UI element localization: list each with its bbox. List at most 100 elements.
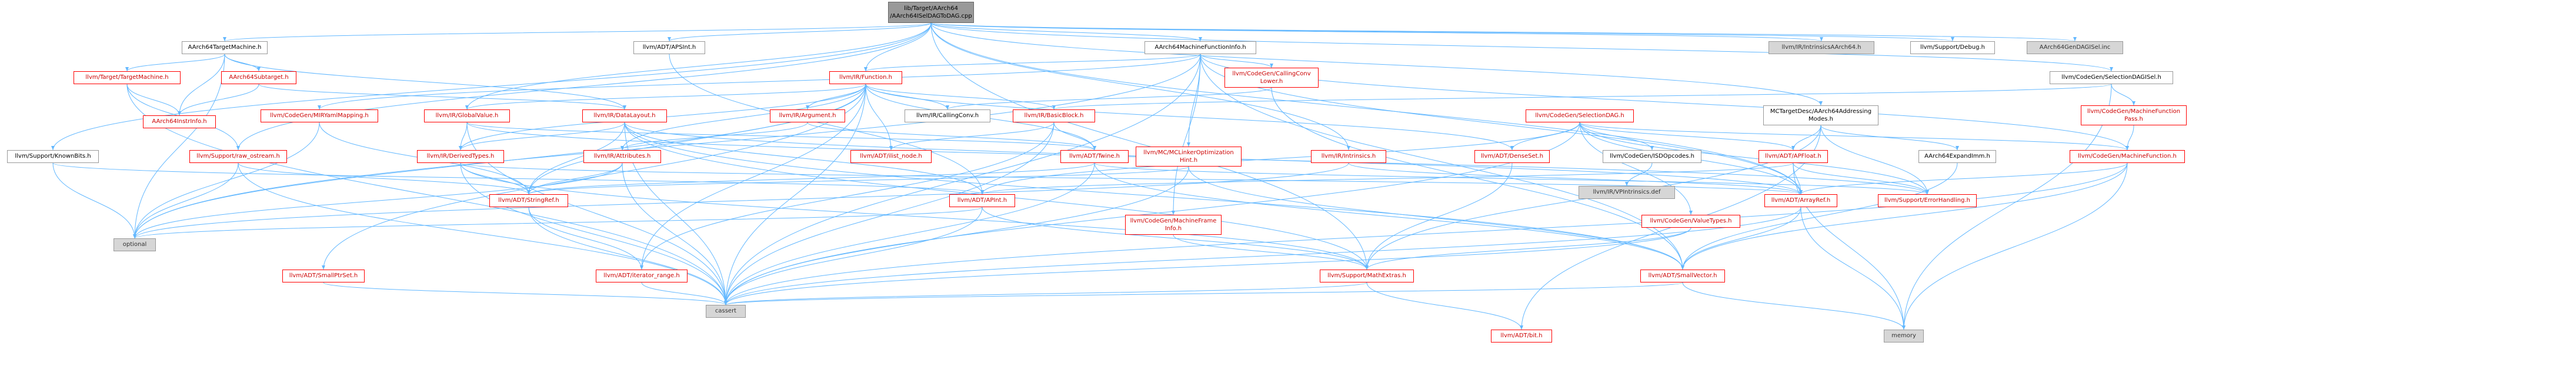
edge-codegen-selectiondag-to-support-errorhandling [1579, 122, 1929, 195]
edge-ir-attributes-to-cassert [622, 162, 728, 305]
codegen-machinefunctionpass-label-line2: Pass.h [2124, 116, 2143, 122]
adt-apint-node[interactable]: llvm/ADT/APInt.h [949, 194, 1015, 207]
edge-ir-argument-to-adt-twine [807, 122, 1096, 151]
ir-attributes-node[interactable]: llvm/IR/Attributes.h [583, 150, 661, 163]
aarch64targetmachine-node[interactable]: AArch64TargetMachine.h [182, 41, 268, 54]
codegen-machinefunction-node[interactable]: llvm/CodeGen/MachineFunction.h [2070, 150, 2185, 163]
edge-llvm-target-targetmachine-to-aarch64instrinfo [126, 84, 181, 116]
adt-stringref-label: llvm/ADT/StringRef.h [498, 197, 559, 204]
llvm-target-targetmachine-node[interactable]: llvm/Target/TargetMachine.h [74, 71, 181, 84]
aarch64instrinfo-node[interactable]: AArch64InstrInfo.h [143, 115, 216, 128]
support-errorhandling-label: llvm/Support/ErrorHandling.h [1884, 197, 1970, 204]
edge-codegen-selectiondag-to-adt-apfloat [1579, 122, 1795, 151]
edge-mctargetdesc-aarch64addressing-to-support-errorhandling [1820, 125, 1929, 195]
support-mathextras-node[interactable]: llvm/Support/MathExtras.h [1320, 270, 1414, 282]
ir-intrinsicsaarch64-label: llvm/IR/IntrinsicsAArch64.h [1781, 44, 1861, 51]
support-raw-ostream-node[interactable]: llvm/Support/raw_ostream.h [189, 150, 287, 163]
support-debug-node[interactable]: llvm/Support/Debug.h [1910, 41, 1995, 54]
edge-aarch64targetmachine-to-aarch64instrinfo [178, 54, 225, 116]
adt-arrayref-node[interactable]: llvm/ADT/ArrayRef.h [1764, 194, 1837, 207]
edge-adt-smallvector-to-cassert [724, 282, 1683, 305]
aarch64mfi-node[interactable]: AArch64MachineFunctionInfo.h [1144, 41, 1256, 54]
ir-datalayout-node[interactable]: llvm/IR/DataLayout.h [582, 109, 667, 122]
edge-aarch64expandimm-to-adt-smallvector [1681, 162, 1958, 270]
ir-callingconv-node[interactable]: llvm/IR/CallingConv.h [905, 109, 990, 122]
edge-root-to-mctargetdesc-aarch64addressing [930, 22, 1823, 106]
edge-root-to-aarch64gendagisel [930, 22, 2077, 42]
aarch64gendagisel-node[interactable]: AArch64GenDAGISel.inc [2027, 41, 2123, 54]
support-knownbits-node[interactable]: llvm/Support/KnownBits.h [7, 150, 99, 163]
adt-bit-node[interactable]: llvm/ADT/bit.h [1491, 330, 1552, 343]
adt-twine-node[interactable]: llvm/ADT/Twine.h [1060, 150, 1129, 163]
codegen-isdopcodes-node[interactable]: llvm/CodeGen/ISDOpcodes.h [1603, 150, 1701, 163]
edge-ir-function-to-ir-globalvalue [465, 84, 866, 110]
codegen-machinefunctionpass-label-line1: llvm/CodeGen/MachineFunction [2087, 108, 2181, 115]
adt-iterator-range-node[interactable]: llvm/ADT/iterator_range.h [596, 270, 688, 282]
aarch64subtarget-node[interactable]: AArch64Subtarget.h [221, 71, 296, 84]
aarch64expandimm-node[interactable]: AArch64ExpandImm.h [1918, 150, 1996, 163]
edge-aarch64mfi-to-codegen-machineframeinfo [1172, 54, 1201, 215]
adt-apsint-node[interactable]: llvm/ADT/APSInt.h [633, 41, 705, 54]
edge-root-to-ir-globalvalue [465, 22, 932, 110]
codegen-mirymlmapping-node[interactable]: llvm/CodeGen/MIRYamlMapping.h [261, 109, 378, 122]
ir-globalvalue-node[interactable]: llvm/IR/GlobalValue.h [424, 109, 510, 122]
ir-intrinsics-node[interactable]: llvm/IR/Intrinsics.h [1311, 150, 1386, 163]
edge-adt-smallptrset-to-cassert [323, 282, 728, 305]
ir-function-node[interactable]: llvm/IR/Function.h [829, 71, 902, 84]
edge-root-to-support-raw-ostream [236, 22, 932, 151]
adt-denseset-node[interactable]: llvm/ADT/DenseSet.h [1474, 150, 1550, 163]
codegen-mirymlmapping-label: llvm/CodeGen/MIRYamlMapping.h [270, 112, 369, 119]
aarch64mfi-label: AArch64MachineFunctionInfo.h [1154, 44, 1246, 51]
cassert-node[interactable]: cassert [706, 305, 746, 318]
codegen-machineframeinfo-label-line1: llvm/CodeGen/MachineFrame [1130, 218, 1217, 224]
optional-node[interactable]: optional [114, 238, 156, 251]
support-errorhandling-node[interactable]: llvm/Support/ErrorHandling.h [1878, 194, 1977, 207]
codegen-selectiondag-node[interactable]: llvm/CodeGen/SelectionDAG.h [1526, 109, 1634, 122]
ir-globalvalue-label: llvm/IR/GlobalValue.h [435, 112, 499, 119]
edge-ir-derivedtypes-to-cassert [460, 162, 728, 305]
edge-ir-function-to-ir-callingconv [865, 84, 949, 110]
memory-node[interactable]: memory [1884, 330, 1924, 343]
adt-stringref-node[interactable]: llvm/ADT/StringRef.h [489, 194, 568, 207]
edge-root-to-ir-function [864, 22, 932, 72]
ir-callingconv-label: llvm/IR/CallingConv.h [916, 112, 979, 119]
mc-mclinkeroptimizationhint-label-line2: Hint.h [1179, 157, 1198, 164]
edge-codegen-machinefunction-to-adt-smallvector [1681, 162, 2128, 270]
edge-ir-function-to-adt-denseset [865, 84, 1514, 151]
ir-basicblock-node[interactable]: llvm/IR/BasicBlock.h [1013, 109, 1095, 122]
edge-ir-derivedtypes-to-adt-arrayref [460, 162, 1803, 195]
edge-root-to-adt-arrayref [930, 22, 1803, 195]
edge-adt-twine-to-adt-smallvector [1094, 162, 1684, 270]
edge-mc-mclinkeroptimizationhint-to-adt-stringref [527, 166, 1189, 195]
root-file-node[interactable]: lib/Target/AArch64 /AArch64ISelDAGToDAG.… [888, 2, 974, 23]
edge-adt-twine-to-support-errorhandling [1094, 162, 1929, 195]
ir-intrinsicsaarch64-node[interactable]: llvm/IR/IntrinsicsAArch64.h [1769, 41, 1874, 54]
edge-codegen-selectiondagisel-to-ir-basicblock [1052, 84, 2112, 110]
adt-smallvector-node[interactable]: llvm/ADT/SmallVector.h [1640, 270, 1725, 282]
ir-argument-node[interactable]: llvm/IR/Argument.h [770, 109, 845, 122]
mc-mclinkeroptimizationhint-label-line1: llvm/MC/MCLinkerOptimization [1143, 149, 1234, 156]
codegen-selectiondagisel-node[interactable]: llvm/CodeGen/SelectionDAGISel.h [2050, 71, 2173, 84]
codegen-valuetypes-node[interactable]: llvm/CodeGen/ValueTypes.h [1641, 215, 1740, 228]
edge-ir-function-to-ir-attributes [620, 84, 866, 151]
ir-intrinsics-label: llvm/IR/Intrinsics.h [1321, 153, 1376, 159]
adt-apfloat-node[interactable]: llvm/ADT/APFloat.h [1759, 150, 1828, 163]
adt-smallptrset-node[interactable]: llvm/ADT/SmallPtrSet.h [282, 270, 365, 282]
adt-apfloat-label: llvm/ADT/APFloat.h [1765, 153, 1821, 159]
optional-label: optional [122, 241, 147, 248]
edge-mc-mclinkeroptimizationhint-to-cassert [724, 166, 1189, 305]
ir-vpintrinsics-def-node[interactable]: llvm/IR/VPIntrinsics.def [1579, 186, 1675, 199]
adt-smallptrset-label: llvm/ADT/SmallPtrSet.h [289, 272, 358, 279]
edge-ir-argument-to-ir-attributes [620, 122, 808, 151]
adt-ilist-node-node[interactable]: llvm/ADT/ilist_node.h [850, 150, 932, 163]
ir-derivedtypes-label: llvm/IR/DerivedTypes.h [426, 153, 495, 159]
edge-adt-arrayref-to-cassert [724, 207, 1801, 305]
ir-derivedtypes-node[interactable]: llvm/IR/DerivedTypes.h [417, 150, 504, 163]
edge-support-knownbits-to-adt-apint [52, 162, 984, 195]
edge-mctargetdesc-aarch64addressing-to-aarch64expandimm [1820, 125, 1959, 151]
